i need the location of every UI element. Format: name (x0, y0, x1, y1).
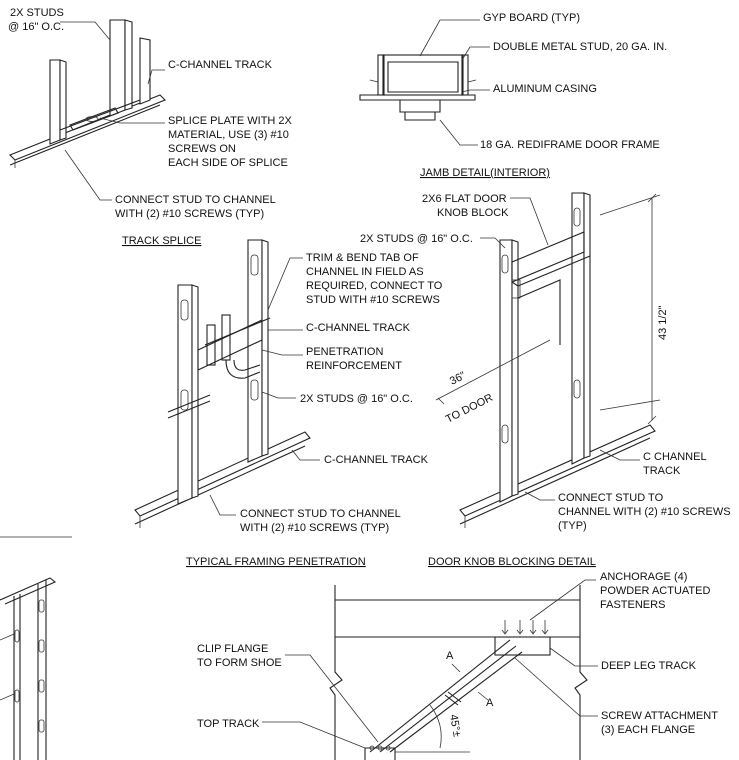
label-studs-mid: 2X STUDS @ 16" O.C. (300, 393, 413, 405)
label-connect-mid-1: CONNECT STUD TO CHANNEL (240, 508, 401, 520)
label-c-channel-jamb-1: C CHANNEL (643, 451, 707, 463)
label-connect-mid-2: WITH (2) #10 SCREWS (TYP) (240, 522, 389, 534)
label-splice-plate-2: MATERIAL, USE (3) #10 (168, 129, 289, 141)
partial-wall-framing (0, 536, 72, 760)
label-trim-bend-4: STUD WITH #10 SCREWS (306, 294, 440, 306)
diagonal-brace-detail (329, 585, 588, 760)
label-double-stud: DOUBLE METAL STUD, 20 GA. IN. (493, 41, 667, 53)
door-frame-section (359, 54, 477, 121)
label-clip-flange-2: TO FORM SHOE (197, 657, 282, 669)
label-c-channel-jamb-2: TRACK (643, 465, 681, 477)
label-top-track: TOP TRACK (197, 718, 260, 730)
label-connect-jamb-2: CHANNEL WITH (2) #10 SCREWS (558, 506, 731, 518)
label-deep-leg: DEEP LEG TRACK (601, 660, 697, 672)
label-section-a-lower: A (486, 697, 494, 709)
label-to-door: TO DOOR (444, 392, 495, 426)
label-splice-plate-4: EACH SIDE OF SPLICE (168, 157, 288, 169)
title-jamb-detail: JAMB DETAIL(INTERIOR) (420, 167, 550, 179)
label-clip-flange-1: CLIP FLANGE (197, 643, 268, 655)
label-penetration-1: PENETRATION (306, 346, 383, 358)
door-knob-blocking-isometric (435, 192, 661, 528)
track-splice-isometric (9, 19, 166, 168)
label-connect-jamb-1: CONNECT STUD TO (558, 492, 664, 504)
label-splice-plate-1: SPLICE PLATE WITH 2X (168, 115, 293, 127)
label-penetration-2: REINFORCEMENT (306, 360, 402, 372)
label-dim-43: 43 1/2" (657, 305, 669, 340)
label-connect-top-1: CONNECT STUD TO CHANNEL (115, 194, 276, 206)
label-c-channel-mid: C-CHANNEL TRACK (306, 322, 411, 334)
label-studs-jamb: 2X STUDS @ 16" O.C. (360, 233, 473, 245)
label-anchorage-3: FASTENERS (600, 599, 665, 611)
label-screw-attach-1: SCREW ATTACHMENT (601, 710, 718, 722)
label-trim-bend-2: CHANNEL IN FIELD AS (306, 266, 424, 278)
title-framing-penetration: TYPICAL FRAMING PENETRATION (186, 556, 366, 568)
label-rediframe: 18 GA. REDIFRAME DOOR FRAME (480, 139, 660, 151)
label-anchorage-1: ANCHORAGE (4) (600, 571, 687, 583)
label-connect-top-2: WITH (2) #10 SCREWS (TYP) (115, 208, 264, 220)
framing-penetration-isometric (134, 239, 311, 528)
label-trim-bend-3: REQUIRED, CONNECT TO (306, 280, 443, 292)
label-studs-top-2: @ 16" O.C. (8, 21, 64, 33)
title-track-splice: TRACK SPLICE (122, 235, 201, 247)
label-section-a-upper: A (446, 650, 454, 662)
label-angle-45: 45°± (447, 713, 463, 737)
label-c-channel-bottom: C-CHANNEL TRACK (324, 454, 429, 466)
label-aluminum-casing: ALUMINUM CASING (493, 83, 597, 95)
label-gyp-board: GYP BOARD (TYP) (483, 12, 580, 24)
label-splice-plate-3: SCREWS ON (168, 143, 236, 155)
label-flat-block-1: 2X6 FLAT DOOR (422, 193, 507, 205)
label-trim-bend-1: TRIM & BEND TAB OF (306, 252, 419, 264)
label-studs-top-1: 2X STUDS (10, 7, 64, 19)
label-anchorage-2: POWDER ACTUATED (600, 585, 710, 597)
label-screw-attach-2: (3) EACH FLANGE (601, 724, 695, 736)
label-connect-jamb-3: (TYP) (558, 520, 587, 532)
label-c-channel-top: C-CHANNEL TRACK (168, 59, 273, 71)
title-door-knob-blocking: DOOR KNOB BLOCKING DETAIL (428, 556, 596, 568)
label-flat-block-2: KNOB BLOCK (437, 207, 509, 219)
